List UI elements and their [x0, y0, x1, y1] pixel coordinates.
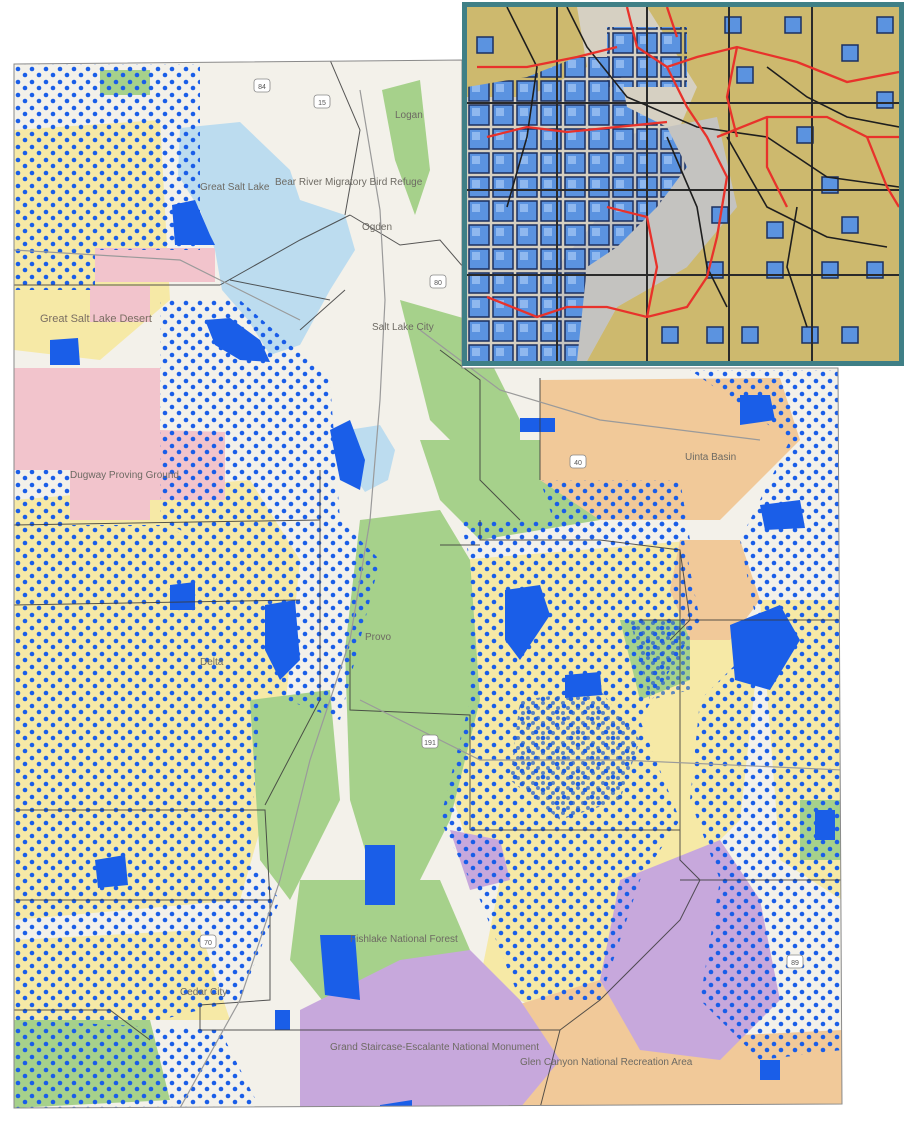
label-uinta-basin: Uinta Basin [685, 452, 736, 463]
great-salt-lake [178, 122, 355, 355]
label-bear-river-refuge: Bear River Migratory Bird Refuge [275, 177, 423, 188]
inset-parcel-mass [467, 57, 687, 361]
highway-shield-icon: 15 [313, 94, 331, 109]
label-great-salt-lake-desert: Great Salt Lake Desert [40, 313, 152, 325]
inset-black-roads [506, 7, 899, 328]
label-grand-staircase: Grand Staircase-Escalante National Monum… [330, 1042, 539, 1053]
label-delta: Delta [200, 657, 224, 668]
label-great-salt-lake: Great Salt Lake [200, 182, 270, 193]
military-land-area [95, 248, 215, 282]
highway-shield-icon: 89 [786, 954, 804, 969]
label-glen-canyon: Glen Canyon National Recreation Area [520, 1057, 693, 1068]
highway-shield-label: 84 [258, 84, 266, 91]
highway-shield-label: 89 [791, 960, 799, 967]
national-forest-area [382, 80, 430, 215]
inset-tan-land [587, 7, 899, 361]
highways [14, 89, 842, 1108]
parcel-dots-overlay [690, 370, 842, 1060]
parcel-dots-dense [510, 690, 640, 820]
highway-shield-icon: 40 [569, 454, 587, 469]
label-dugway: Dugway Proving Ground [70, 470, 179, 481]
label-ogden: Ogden [362, 222, 392, 233]
national-forest-area [250, 690, 340, 900]
label-fishlake: Fishlake National Forest [350, 934, 458, 945]
parcel-dots-overlay [14, 120, 170, 290]
inset-zoom-map [462, 2, 904, 366]
highway-shield-label: 70 [204, 940, 212, 947]
national-forest-area [400, 300, 520, 480]
highway-shield-icon: 191 [421, 734, 439, 749]
parcel-dots-overlay [14, 470, 280, 1020]
parcel-dots-dense [630, 620, 690, 700]
highway-shield-label: 80 [434, 280, 442, 287]
military-land-area [90, 286, 150, 322]
label-salt-lake-city: Salt Lake City [372, 322, 434, 333]
label-cedar-city: Cedar City [180, 987, 227, 998]
parcel-dots-overlay [540, 480, 690, 540]
inset-map-canvas [467, 7, 899, 361]
parcel-dots-overlay [160, 300, 380, 720]
parcel-dots-overlay [14, 1020, 260, 1108]
inset-section-grid [467, 7, 899, 361]
highway-shield-icon: 80 [429, 274, 447, 289]
label-logan: Logan [395, 110, 423, 121]
county-boundaries [14, 60, 842, 1108]
label-provo: Provo [365, 632, 392, 643]
national-monument-area [300, 950, 560, 1108]
highway-shield-label: 15 [318, 100, 326, 107]
highway-shields: 84 15 80 40 191 70 [199, 78, 804, 969]
highway-shield-icon: 70 [199, 934, 217, 949]
inset-red-roads [477, 7, 899, 319]
highway-shield-icon: 84 [253, 78, 271, 93]
highway-shield-label: 40 [574, 460, 582, 467]
highway-shield-label: 191 [424, 740, 436, 747]
